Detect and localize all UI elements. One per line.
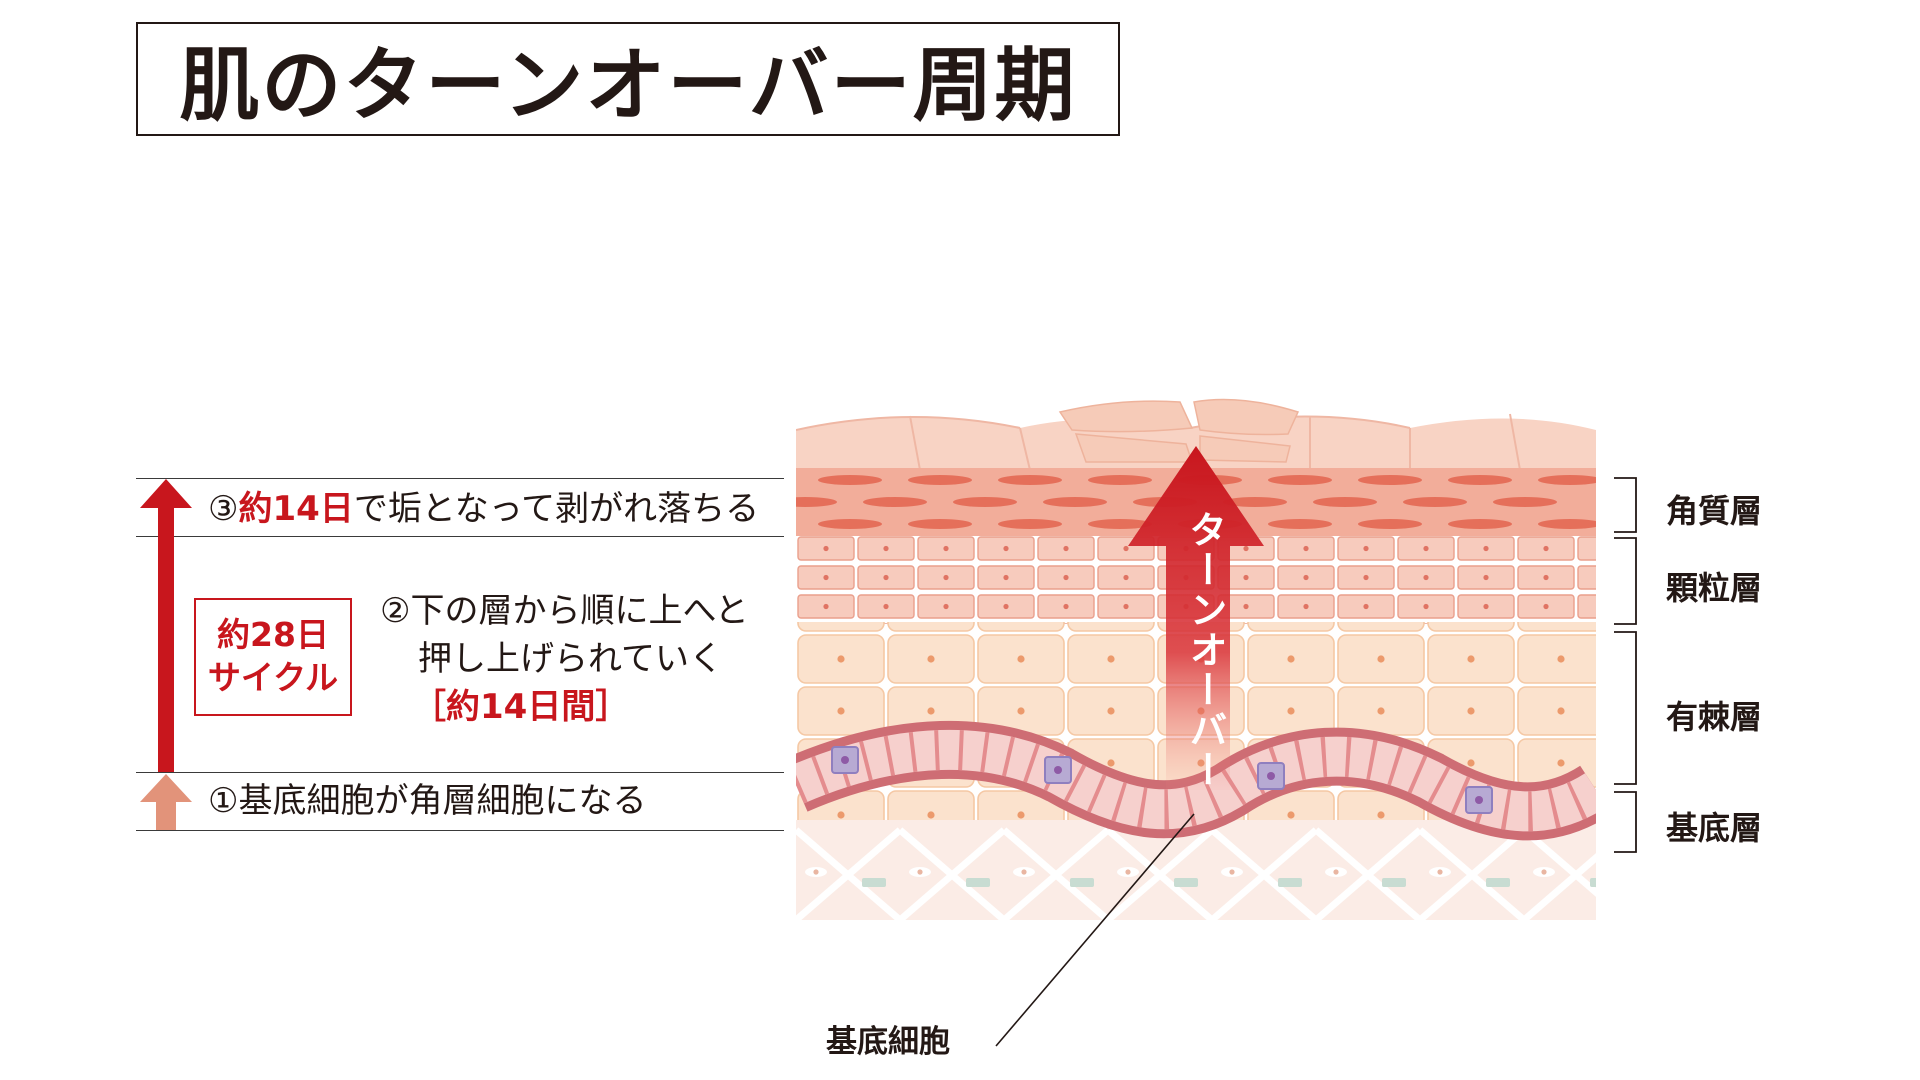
- guide-line-bottom: [136, 830, 784, 831]
- layer-label-granular: 顆粒層: [1666, 569, 1763, 607]
- layer-brackets: [1614, 477, 1637, 853]
- step3-highlight: 約14日: [238, 489, 354, 529]
- title-frame: [136, 22, 1120, 136]
- step2-duration: ［約14日間］: [412, 687, 630, 727]
- cycle-days: 約28日: [217, 615, 329, 655]
- cycle-word: サイクル: [207, 658, 339, 697]
- guide-line-corneum: [136, 536, 784, 537]
- step3-num: ③: [208, 489, 239, 529]
- guide-line-top: [136, 478, 784, 479]
- basal-cell-leader: [995, 813, 1195, 1047]
- turnover-arrow-label: ターンオーバー: [1183, 510, 1227, 790]
- step2-line2: 押し上げられていく: [418, 639, 723, 679]
- layer-label-corneum: 角質層: [1666, 492, 1763, 530]
- layer-label-spinous: 有棘層: [1666, 698, 1763, 736]
- layer-label-basal: 基底層: [1666, 809, 1763, 847]
- skin-cross-section: [796, 398, 1596, 920]
- start-arrow-salmon: [140, 774, 192, 830]
- page-title: 肌のターンオーバー周期: [179, 39, 1077, 132]
- cycle-badge: 約28日 サイクル: [194, 598, 352, 716]
- step3-text: ③約14日で垢となって剥がれ落ちる: [208, 492, 759, 526]
- basal-cell-label: 基底細胞: [826, 1024, 950, 1060]
- guide-line-basal: [136, 772, 784, 773]
- step2-line3: ［約14日間］: [412, 690, 629, 724]
- step1-text: ①基底細胞が角層細胞になる: [208, 781, 647, 821]
- step3-rest: で垢となって剥がれ落ちる: [353, 489, 760, 529]
- step2-line1: ②下の層から順に上へと: [380, 591, 749, 631]
- cycle-arrow-red: [140, 479, 192, 772]
